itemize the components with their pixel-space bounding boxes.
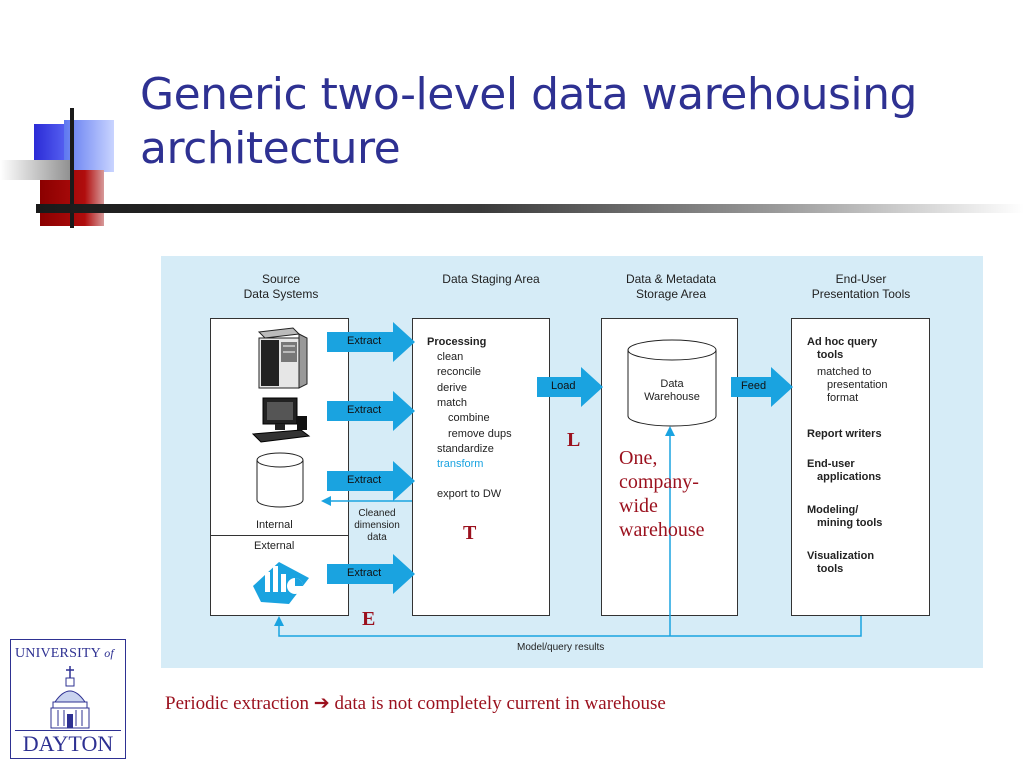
model-query-label: Model/query results — [517, 642, 605, 653]
workstation-icon — [251, 397, 311, 443]
title-rule — [36, 204, 1024, 213]
extract-arrow-4 — [327, 554, 415, 594]
mainframe-icon — [257, 327, 308, 389]
step-standardize: standardize — [437, 443, 494, 455]
staging-box — [412, 318, 550, 616]
tool-adhoc: Ad hoc query tools — [807, 336, 878, 361]
step-reconcile: reconcile — [437, 366, 482, 378]
extract-arrow-2 — [327, 391, 415, 431]
logo-dayton: DAYTON — [15, 730, 121, 757]
load-label: Load — [551, 380, 576, 392]
tool-enduser-apps: End-user applications — [807, 458, 882, 483]
feed-arrow — [731, 367, 793, 407]
tool-modeling: Modeling/ mining tools — [807, 504, 883, 529]
source-divider — [211, 535, 348, 536]
extract-label-3: Extract — [347, 474, 382, 486]
logo-university: UNIVERSITY of — [15, 646, 114, 661]
university-logo: UNIVERSITY of DAYTON — [10, 639, 126, 759]
step-match: match — [437, 397, 467, 409]
step-clean: clean — [437, 351, 464, 363]
slide-caption: Periodic extraction ➔ data is not comple… — [165, 692, 666, 715]
external-data-icon — [253, 562, 309, 604]
tool-report-writers: Report writers — [807, 428, 882, 440]
data-warehouse-icon — [627, 339, 717, 427]
database-icon — [256, 452, 304, 508]
corner-decoration — [0, 0, 140, 230]
diagram-arrows — [274, 322, 862, 637]
annotation-l: L — [567, 429, 581, 451]
extract-arrow-3 — [327, 461, 415, 501]
extract-label-2: Extract — [347, 404, 382, 416]
extract-label-4: Extract — [347, 567, 382, 579]
slide-title: Generic two-level data warehousing archi… — [140, 69, 917, 174]
load-arrow — [537, 367, 603, 407]
feed-label: Feed — [741, 380, 767, 392]
annotation-e: E — [362, 608, 376, 630]
chapel-dome-icon — [50, 666, 90, 729]
caption-right: data is not completely current in wareho… — [334, 693, 666, 714]
col-header-staging: Data Staging Area — [442, 272, 540, 286]
step-remove-dups: remove dups — [448, 428, 512, 440]
caption-arrow-icon: ➔ — [313, 692, 330, 714]
step-export: export to DW — [437, 488, 502, 500]
enduser-box — [791, 318, 930, 616]
extract-arrow-1 — [327, 322, 415, 362]
step-combine: combine — [448, 412, 490, 424]
annotation-t: T — [463, 522, 477, 544]
tool-visualization: Visualization tools — [807, 550, 875, 575]
extract-label-1: Extract — [347, 335, 382, 347]
processing-heading: Processing — [427, 336, 487, 348]
internal-label: Internal — [256, 519, 293, 531]
caption-left: Periodic extraction — [165, 693, 310, 714]
tool-adhoc-note: matched to presentation format — [817, 366, 888, 404]
step-derive: derive — [437, 382, 467, 394]
warehouse-note: One, company- wide warehouse — [619, 447, 705, 541]
step-transform: transform — [437, 458, 484, 470]
external-label: External — [254, 540, 295, 552]
